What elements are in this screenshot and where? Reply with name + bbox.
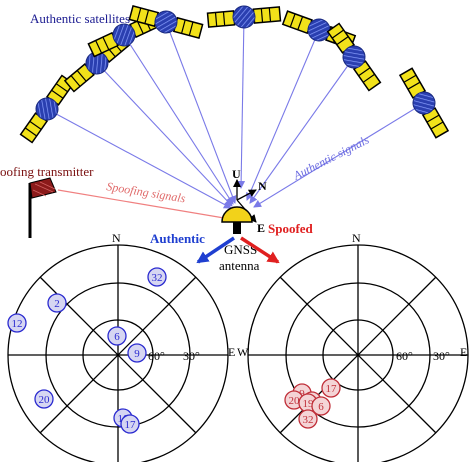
signal-ray xyxy=(46,108,232,209)
satellite-marker: 9 xyxy=(127,343,147,363)
satellite-icon xyxy=(19,74,75,144)
satellite-marker-circle xyxy=(298,409,318,429)
spoofing-signal-ray xyxy=(57,189,231,222)
north-axis-arrow xyxy=(236,189,257,201)
satellite-prn-label: 20 xyxy=(39,394,51,406)
north-label: N xyxy=(112,231,121,245)
signal-ray xyxy=(246,29,320,201)
signal-ray xyxy=(237,16,246,189)
satellite-marker-circle xyxy=(7,313,27,333)
antenna-dome-icon xyxy=(221,206,253,223)
diagonal-line xyxy=(39,276,197,434)
satellite-marker-circle xyxy=(47,293,67,313)
authentic-label: Authentic xyxy=(150,231,205,246)
satellite-marker: 20 xyxy=(34,389,54,409)
spoofed-arrow xyxy=(240,236,280,264)
signal-ray xyxy=(123,34,234,205)
spoofing-transmitter-label: oofing transmitter xyxy=(0,164,94,179)
transmitter-flag-icon xyxy=(29,177,57,199)
authentic-satellite-markers: 3221269201017 xyxy=(7,267,167,434)
east-label: E xyxy=(228,345,235,359)
satellite-prn-label: 9 xyxy=(134,348,140,360)
antenna-label-line2: antenna xyxy=(219,258,260,273)
signal-ray xyxy=(96,62,233,207)
east-axis-label: E xyxy=(257,221,265,235)
antenna-label-line1: GNSS xyxy=(224,242,257,257)
satellite-prn-label: 17 xyxy=(326,383,338,395)
flag-hatch xyxy=(32,181,56,197)
up-axis-label: U xyxy=(232,167,241,181)
satellite-marker-circle xyxy=(127,343,147,363)
satellite-prn-label: 19 xyxy=(303,398,315,410)
satellite-marker: 32 xyxy=(147,267,167,287)
spoofed-label: Spoofed xyxy=(268,221,314,236)
satellite-marker: 6 xyxy=(107,326,127,346)
authentic-satellites-label: Authentic satellites xyxy=(30,11,130,26)
signal-ray xyxy=(249,56,355,204)
satellite-marker: 2 xyxy=(47,293,67,313)
antenna-mast xyxy=(233,222,241,234)
signal-ray xyxy=(253,102,425,208)
satellite-prn-label: 2 xyxy=(54,298,60,310)
north-axis-label: N xyxy=(258,179,267,193)
satellite-marker: 17 xyxy=(321,378,341,398)
satellite-prn-label: 20 xyxy=(289,395,301,407)
satellite-prn-label: 32 xyxy=(303,414,314,426)
satellite-marker: 32 xyxy=(298,409,318,429)
satellite-marker-circle xyxy=(120,414,140,434)
satellite-marker: 6 xyxy=(311,396,331,416)
satellite-icon xyxy=(63,33,131,93)
spoofing-signals-label: Spoofing signals xyxy=(106,179,187,205)
satellite-icon xyxy=(206,5,282,29)
satellite-marker-circle xyxy=(147,267,167,287)
satellite-marker-circle xyxy=(107,326,127,346)
spoofed-satellite-markers: 910172019632 xyxy=(284,378,341,429)
satellite-marker: 12 xyxy=(7,313,27,333)
satellites xyxy=(19,5,450,144)
satellite-icon xyxy=(398,67,450,139)
authentic-arrow xyxy=(196,236,235,264)
east-label: E xyxy=(460,345,467,359)
satellite-prn-label: 17 xyxy=(125,419,137,431)
satellite-prn-label: 6 xyxy=(318,401,324,413)
satellite-prn-label: 12 xyxy=(12,318,23,330)
ring-30-label: 30° xyxy=(433,349,450,363)
ring-30-label: 30° xyxy=(183,349,200,363)
satellite-marker-circle xyxy=(321,378,341,398)
satellite-prn-label: 9 xyxy=(299,388,305,400)
satellite-prn-label: 6 xyxy=(114,331,120,343)
authentic-signals-label: Authentic signals xyxy=(290,132,371,183)
north-label: N xyxy=(352,231,361,245)
skyplot-spoofed: N W E 60° 30° 910172019632 xyxy=(237,231,469,462)
gnss-antenna: U N E GNSS antenna xyxy=(219,167,267,273)
skyplot-authentic: N E 60° 30° 3221269201017 xyxy=(7,231,235,462)
satellite-icon xyxy=(326,22,382,92)
satellite-marker-circle xyxy=(311,396,331,416)
west-label: W xyxy=(237,345,249,359)
satellite-prn-label: 32 xyxy=(152,272,163,284)
satellite-marker-circle xyxy=(34,389,54,409)
authentic-signal-rays xyxy=(46,16,425,209)
satellite-marker: 17 xyxy=(120,414,140,434)
spoofing-transmitter xyxy=(28,177,57,238)
ring-60-label: 60° xyxy=(148,349,165,363)
signal-ray xyxy=(165,21,237,204)
ring-60-label: 60° xyxy=(396,349,413,363)
satellite-icon xyxy=(128,5,204,39)
